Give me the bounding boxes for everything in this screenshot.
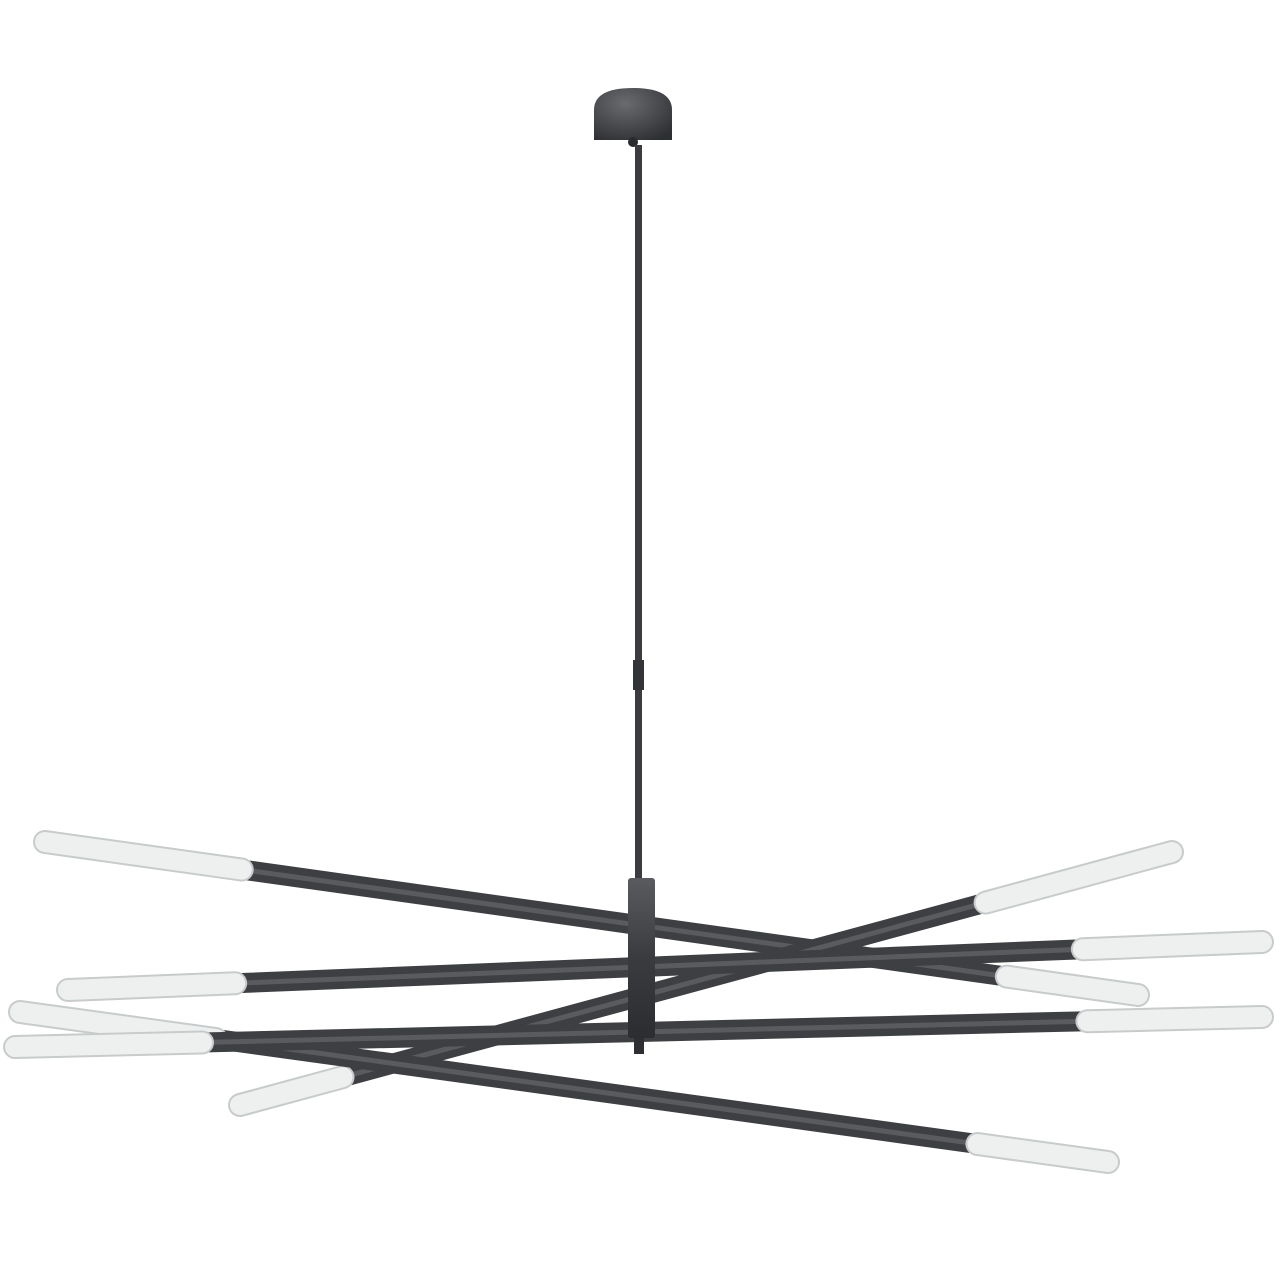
crystal-tip-2a [975, 842, 1182, 913]
hub-finial [634, 1038, 644, 1054]
crystal-tip-3b [1072, 932, 1272, 960]
arm-rod-highlight-4 [213, 1036, 980, 1147]
crystal-tip-5a [5, 1032, 213, 1057]
arm-rod-highlight-3 [232, 946, 1086, 986]
stem-rod-upper [635, 145, 642, 675]
crystal-tip-5b [1077, 1007, 1272, 1032]
crystal-tip-1b [996, 966, 1148, 1005]
crystal-tip-2b [230, 1067, 353, 1115]
ceiling-canopy [594, 88, 672, 140]
canopy-screw [628, 137, 638, 147]
crystal-tip-1a [35, 832, 252, 880]
stem-rod-lower [635, 690, 642, 880]
hub-column [628, 878, 655, 1038]
arm-rod-highlight-2 [340, 900, 989, 1080]
crystal-tip-3a [58, 973, 246, 1000]
stem-joint [633, 660, 644, 690]
crystal-tip-4b [967, 1134, 1118, 1172]
